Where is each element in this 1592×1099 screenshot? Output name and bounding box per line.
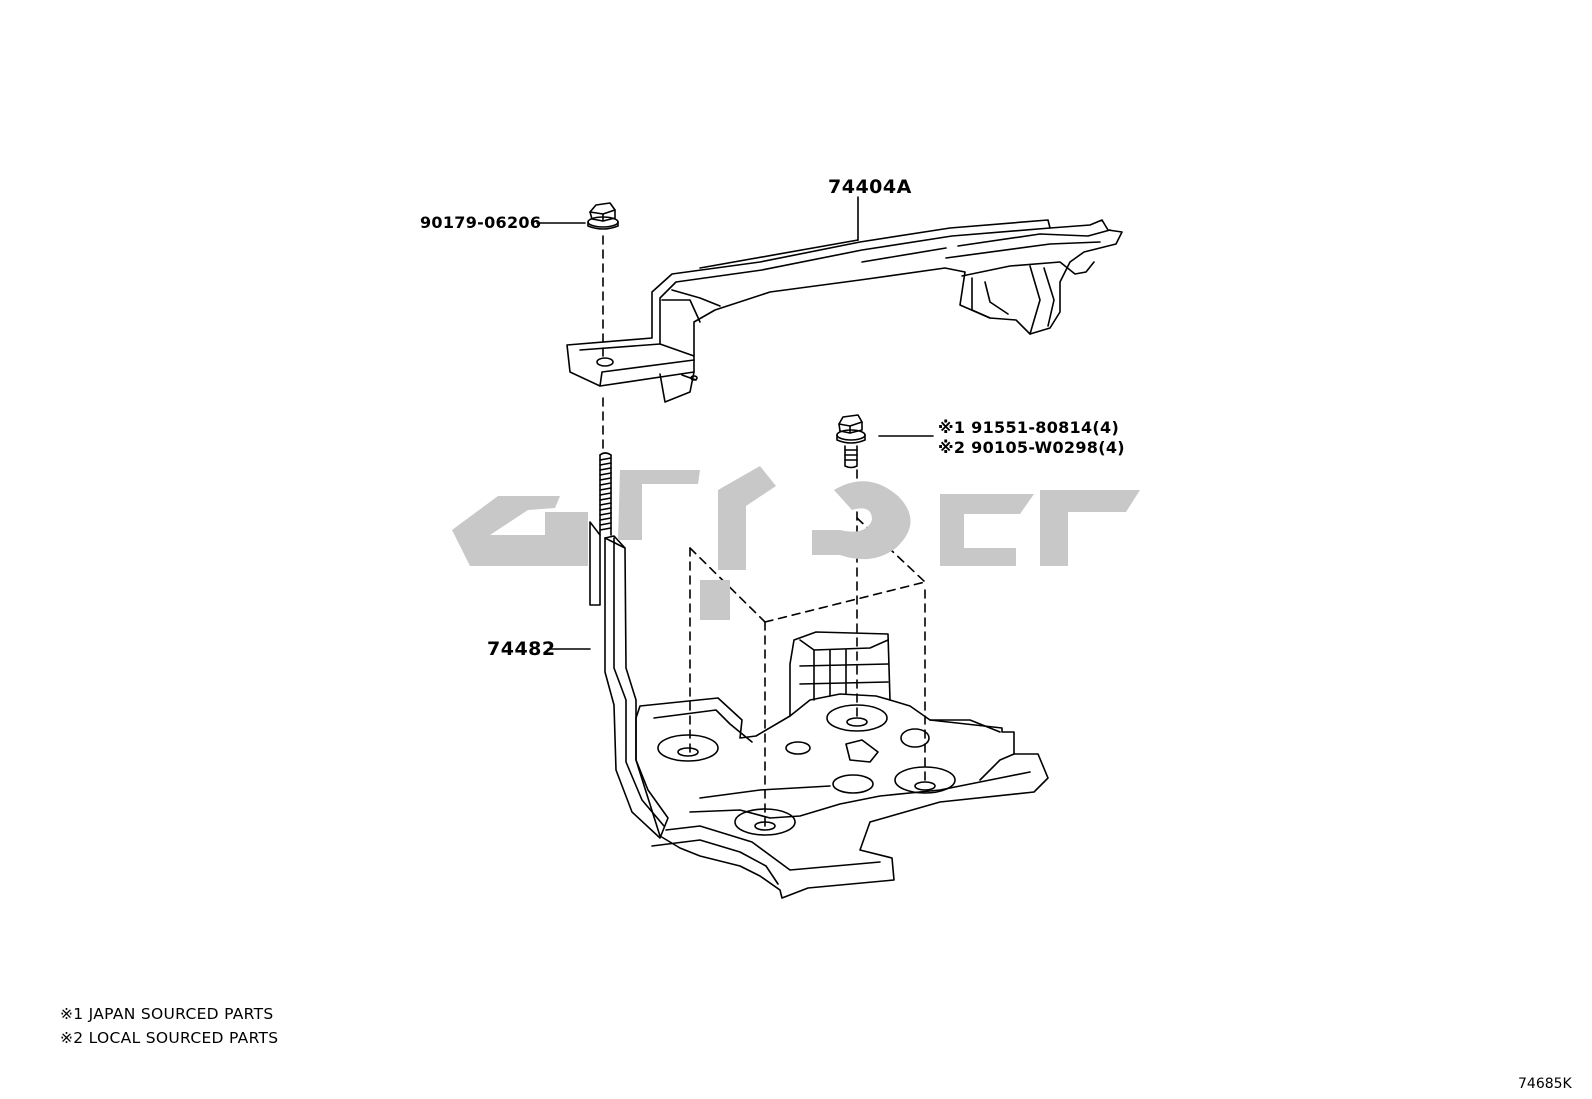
hold-down-bolt [589, 452, 669, 839]
part-label-hold-down-clamp[interactable]: 74404A [828, 176, 912, 198]
part-label-nut[interactable]: 90179-06206 [420, 213, 542, 232]
nut-icon [587, 202, 619, 230]
footnote-local-sourced: ※2 LOCAL SOURCED PARTS [60, 1029, 279, 1047]
watermark-logo [452, 466, 1140, 620]
tray-bolt-icon [836, 414, 866, 469]
part-label-tray-bolt-local[interactable]: ※2 90105-W0298(4) [938, 438, 1125, 457]
part-label-hold-down-bolt[interactable]: 74482 [487, 638, 556, 660]
part-label-tray-bolt-japan[interactable]: ※1 91551-80814(4) [938, 418, 1120, 437]
illustration-code: 74685K [1518, 1076, 1572, 1092]
footnote-japan-sourced: ※1 JAPAN SOURCED PARTS [60, 1005, 274, 1023]
hold-down-clamp [566, 219, 1123, 403]
battery-tray [635, 631, 1049, 899]
